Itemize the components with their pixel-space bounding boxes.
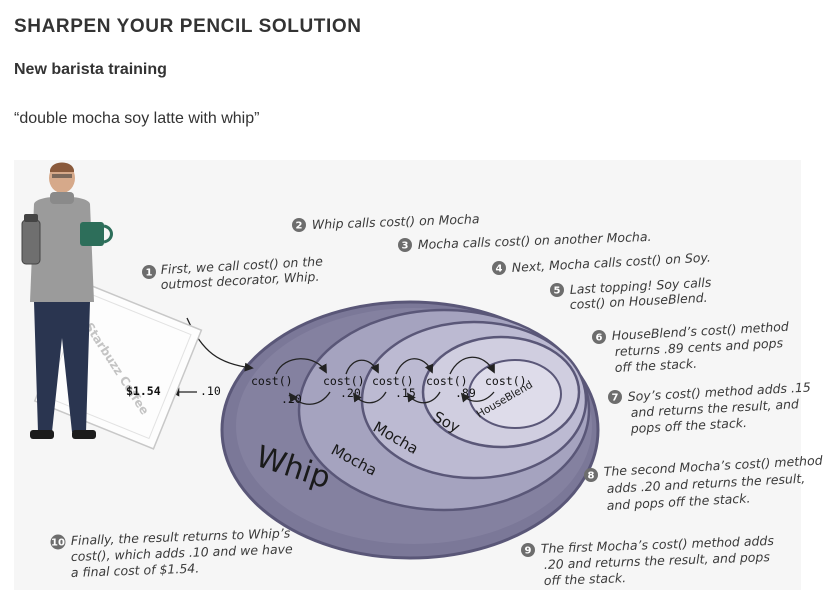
call-arrow-whip-mocha xyxy=(275,358,327,375)
step-8-note: 8 The second Mocha’s cost() method adds … xyxy=(584,453,823,513)
section-subheading: New barista training xyxy=(14,61,167,78)
barista-figure xyxy=(21,162,113,439)
step-4-number: 4 xyxy=(496,264,503,275)
mocha-outer-return-value: .20 xyxy=(281,392,302,406)
step-3-note: 3 Mocha calls cost() on another Mocha. xyxy=(398,229,652,252)
step-7-note: 7 Soy’s cost() method adds .15 and retur… xyxy=(608,379,811,436)
step-1-number: 1 xyxy=(146,268,153,279)
return-arrow-soy-mocha xyxy=(406,391,441,404)
step-5-line-2: cost() on HouseBlend. xyxy=(569,290,708,312)
whip-cost-call: cost() xyxy=(251,374,293,388)
step-5-number: 5 xyxy=(554,286,561,297)
step-6-number: 6 xyxy=(596,333,603,344)
decorator-diagram: Whip Mocha Mocha Soy HouseBlend cost() c… xyxy=(14,160,823,590)
step-6-line-3: off the stack. xyxy=(614,356,697,375)
call-arrow-soy-houseblend xyxy=(449,356,495,375)
total-cost: $1.54 xyxy=(126,384,161,398)
call-arrow-mocha-soy xyxy=(395,358,434,375)
return-arrow-mocha-whip xyxy=(288,391,331,405)
step-6-note: 6 HouseBlend’s cost() method returns .89… xyxy=(592,319,789,375)
step-3-line-1: Mocha calls cost() on another Mocha. xyxy=(418,229,652,252)
step-5-note: 5 Last topping! Soy calls cost() on Hous… xyxy=(550,275,712,312)
step-5-line-1: Last topping! Soy calls xyxy=(569,275,712,297)
step-2-line-1: Whip calls cost() on Mocha xyxy=(312,211,480,232)
call-arrow-mocha-mocha xyxy=(345,359,379,375)
step-10-note: 10 Finally, the result returns to Whip’s… xyxy=(50,525,293,580)
step-4-line-1: Next, Mocha calls cost() on Soy. xyxy=(511,250,711,275)
step-9-number: 9 xyxy=(525,546,532,557)
step-2-note: 2 Whip calls cost() on Mocha xyxy=(292,211,480,232)
mocha-outer-cost-call: cost() xyxy=(323,374,365,388)
soy-return-value: .15 xyxy=(395,386,416,400)
return-arrow-mocha-mocha xyxy=(352,391,387,404)
step-10-line-3: a final cost of $1.54. xyxy=(71,561,200,580)
soy-cost-call: cost() xyxy=(426,374,468,388)
mocha-inner-cost-call: cost() xyxy=(372,374,414,388)
step-9-line-3: off the stack. xyxy=(544,570,627,588)
return-arrow-houseblend-soy xyxy=(460,391,495,403)
houseblend-cost-call: cost() xyxy=(485,374,527,388)
step-7-number: 7 xyxy=(612,393,619,404)
step-8-number: 8 xyxy=(588,471,595,482)
step-7-line-3: pops off the stack. xyxy=(629,415,747,436)
step-2-number: 2 xyxy=(296,221,303,232)
page-heading: SHARPEN YOUR PENCIL SOLUTION xyxy=(14,16,362,37)
step-9-note: 9 The first Mocha’s cost() method adds .… xyxy=(521,533,775,588)
whip-return-value: .10 xyxy=(200,384,221,398)
step-10-number: 10 xyxy=(51,538,65,549)
decorator-diagram-svg: Whip Mocha Mocha Soy HouseBlend cost() c… xyxy=(21,162,823,588)
step-4-note: 4 Next, Mocha calls cost() on Soy. xyxy=(492,250,711,275)
order-quote: “double mocha soy latte with whip” xyxy=(14,110,260,127)
step-3-number: 3 xyxy=(402,241,409,252)
step-1-note: 1 First, we call cost() on the outmost d… xyxy=(142,254,323,292)
